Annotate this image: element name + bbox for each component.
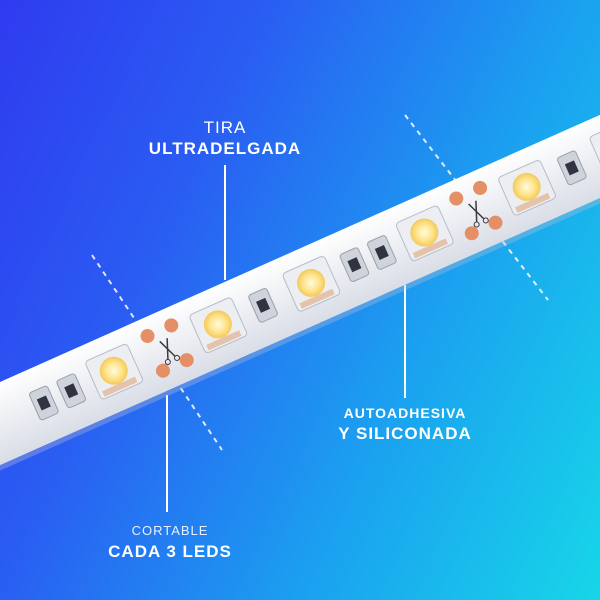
- resistor-component: [248, 288, 278, 323]
- resistor-component: [557, 150, 587, 186]
- resistor-component: [56, 373, 86, 409]
- cut-point: [140, 318, 194, 378]
- scissors-icon: [468, 200, 489, 228]
- led-strip: [0, 100, 600, 484]
- label-adhesive-line1: AUTOADHESIVA: [343, 405, 467, 421]
- led-chip: [498, 160, 556, 216]
- led-chip: [282, 256, 341, 312]
- led-chip: [589, 119, 600, 175]
- label-cuttable-line1: CORTABLE: [131, 523, 209, 538]
- label-thin-strip-line2: ULTRADELGADA: [148, 139, 302, 158]
- label-adhesive-line2: Y SILICONADA: [338, 424, 472, 443]
- led-chip: [395, 205, 454, 262]
- cut-point: [449, 180, 503, 241]
- label-thin-strip-line1: TIRA: [203, 118, 247, 137]
- resistor-component: [339, 247, 370, 282]
- label-cuttable: CORTABLE CADA 3 LEDS: [70, 522, 270, 564]
- label-thin-strip: TIRA ULTRADELGADA: [120, 118, 330, 160]
- scissors-icon: [159, 338, 180, 365]
- resistor-component: [367, 235, 397, 270]
- label-adhesive: AUTOADHESIVA Y SILICONADA: [300, 404, 510, 446]
- led-chip: [189, 297, 248, 354]
- label-cuttable-line2: CADA 3 LEDS: [108, 542, 232, 561]
- led-chip: [85, 343, 143, 400]
- cut-guide-line-right: [404, 114, 549, 301]
- resistor-component: [29, 385, 59, 421]
